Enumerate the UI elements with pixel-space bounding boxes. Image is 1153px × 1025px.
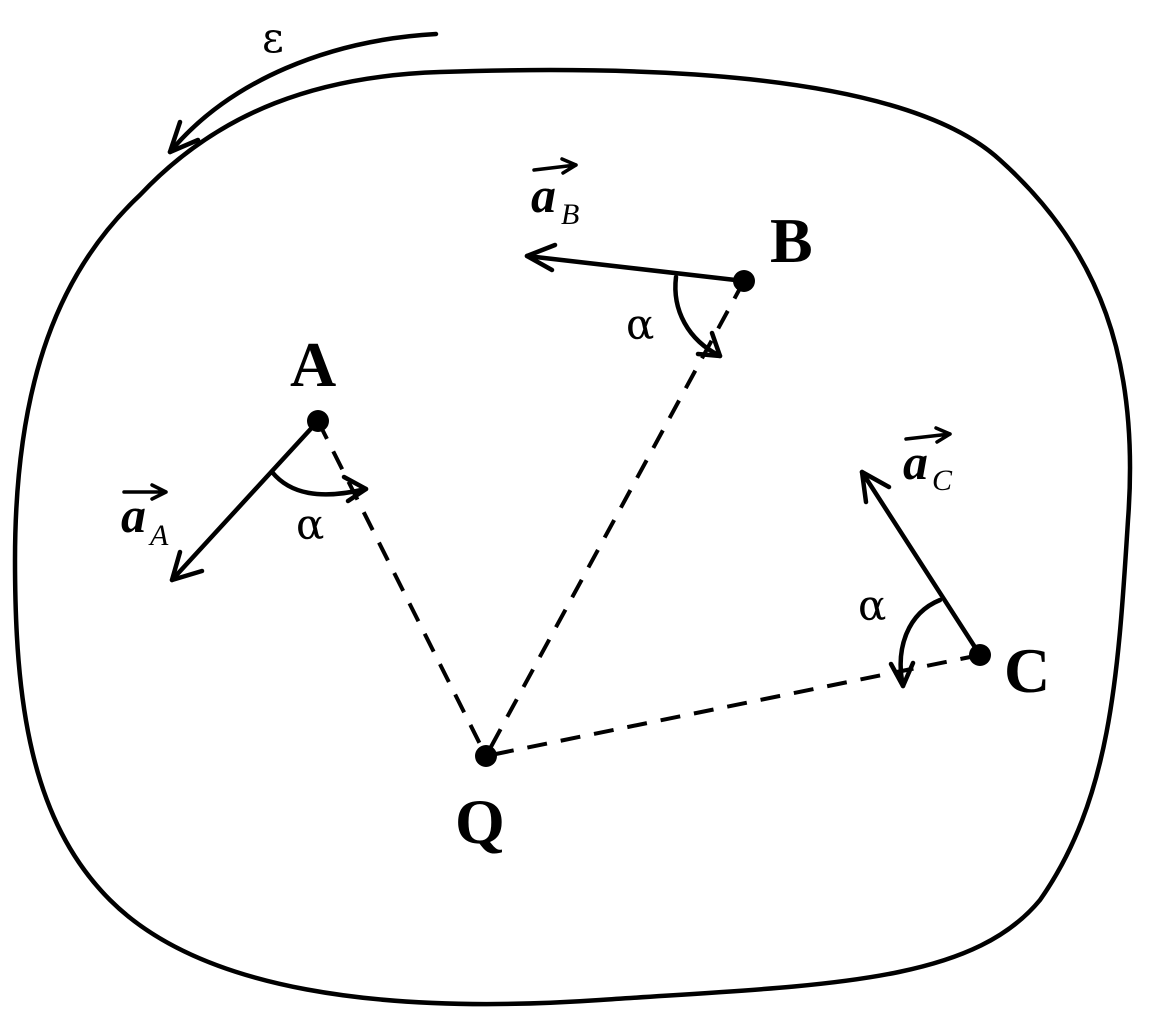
body-outline [12, 67, 1133, 1007]
vector-arrow-mark-c [904, 426, 952, 444]
vector-label-c: a C [903, 426, 953, 497]
point-a-dot [307, 410, 329, 432]
point-c-label: C [1004, 635, 1050, 706]
angle-label-b: α [626, 300, 654, 349]
svg-text:a: a [903, 434, 928, 490]
svg-text:B: B [561, 198, 579, 231]
angular-acceleration-arrow [167, 31, 439, 155]
svg-text:a: a [121, 487, 146, 543]
point-b-label: B [770, 205, 813, 276]
dashed-line-c-q [485, 653, 981, 758]
angle-label-a: α [296, 500, 324, 549]
vector-arrow-mark-a [122, 483, 168, 501]
dashed-line-b-q [484, 280, 746, 757]
acceleration-vector-b [524, 242, 747, 284]
epsilon-label: ε [262, 13, 284, 62]
point-q-dot [475, 745, 497, 767]
angle-arc-c [888, 597, 943, 689]
angle-arc-a [269, 469, 369, 504]
point-b-dot [733, 270, 755, 292]
angle-label-c: α [858, 581, 886, 630]
acceleration-vector-a [169, 418, 321, 583]
svg-text:a: a [531, 167, 556, 223]
point-c-dot [969, 644, 991, 666]
angle-arc-b [673, 274, 723, 359]
svg-text:A: A [148, 519, 169, 552]
svg-text:C: C [932, 464, 953, 497]
vector-label-a: a A [121, 483, 169, 552]
vector-label-b: a B [531, 157, 579, 231]
point-q-label: Q [455, 786, 505, 857]
vector-arrow-mark-b [532, 157, 578, 175]
point-a-label: A [290, 329, 336, 400]
acceleration-vector-c [859, 469, 983, 658]
dashed-line-a-q [316, 420, 488, 757]
